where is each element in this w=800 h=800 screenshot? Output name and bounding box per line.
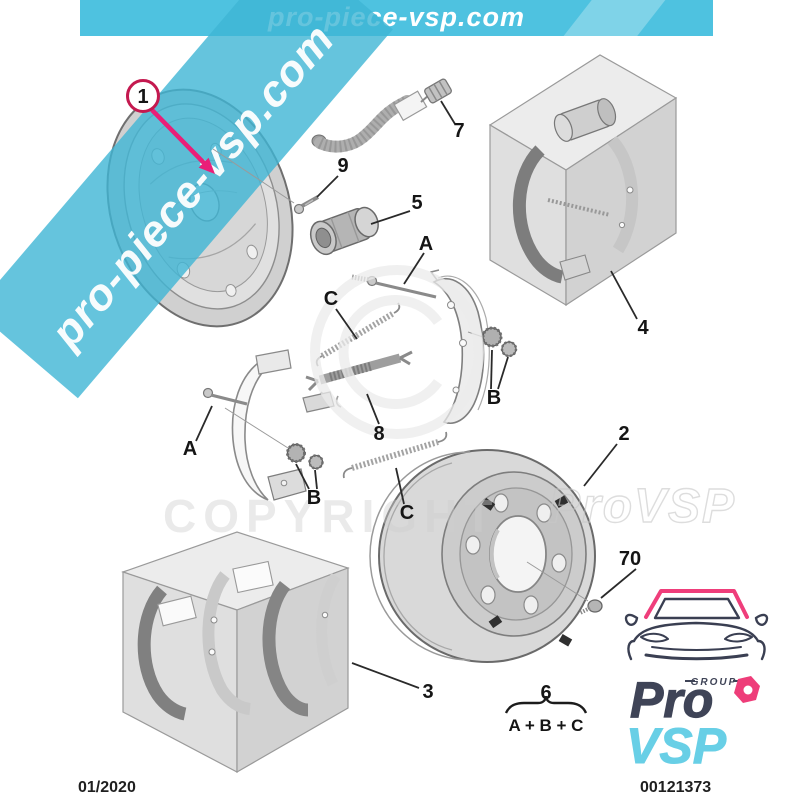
formula-expression: A + B + C	[509, 716, 584, 735]
formula-brace	[504, 695, 588, 714]
callout-5: 5	[411, 192, 422, 214]
brake-shoe-left	[224, 349, 307, 501]
wheel-cylinder-part-5	[309, 206, 379, 256]
callout-1-label: 1	[137, 86, 148, 108]
callout-c-bottom: C	[400, 502, 414, 524]
callout-7: 7	[453, 120, 464, 142]
footer-date: 01/2020	[78, 779, 136, 796]
copyright-watermark: COPYRIGHT ProVSP	[163, 265, 736, 542]
callout-1: 1	[126, 79, 215, 174]
brand-watermark-text: ProVSP	[548, 480, 736, 533]
callout-b-left: B	[307, 487, 321, 509]
copyright-watermark-text: COPYRIGHT	[163, 490, 499, 542]
callout-9: 9	[337, 155, 348, 177]
callout-c-mid: C	[324, 288, 338, 310]
adjuster-nuts-b-right	[481, 326, 518, 358]
callout-70: 70	[619, 548, 641, 570]
car-icon	[624, 589, 769, 661]
kit-box-part-3	[121, 531, 350, 774]
callout-b-right: B	[487, 387, 501, 409]
cable-end-part-7	[424, 78, 452, 104]
brand-logo: GROUP Pro VSP	[624, 589, 769, 775]
callout-labels: 7 9 5 A C B 8 A B C 4 2 70 3	[183, 120, 650, 703]
callout-8: 8	[373, 423, 384, 445]
logo-group-text: GROUP	[691, 677, 738, 688]
pin-a-left	[202, 387, 248, 406]
callout-6: 6	[540, 682, 551, 704]
callout-a-left: A	[183, 438, 197, 460]
logo-pro-text: Pro	[630, 672, 713, 728]
logo-vsp-text: VSP	[626, 718, 727, 774]
kit-formula-6: 6 A + B + C	[504, 682, 588, 735]
brake-drum-part-2	[369, 449, 596, 663]
callout-2: 2	[618, 423, 629, 445]
callout-a-top: A	[419, 233, 433, 255]
hex-nut-hole	[743, 685, 753, 695]
bleed-screw-part-9	[293, 195, 319, 215]
kit-box-part-4	[488, 54, 678, 307]
leader-lines	[195, 100, 638, 689]
callout-3: 3	[422, 681, 433, 703]
spring-c-bottom	[342, 431, 448, 479]
brake-hose-part	[311, 90, 430, 153]
adjuster-nuts-b-left	[286, 443, 324, 470]
footer-reference: 00121373	[640, 779, 711, 796]
site-banner: pro-piece-vsp.com	[80, 0, 713, 36]
diagonal-watermark-band: pro-piece-vsp.com	[0, 0, 393, 399]
screw-part-70	[526, 561, 603, 615]
callout-4: 4	[637, 317, 649, 339]
